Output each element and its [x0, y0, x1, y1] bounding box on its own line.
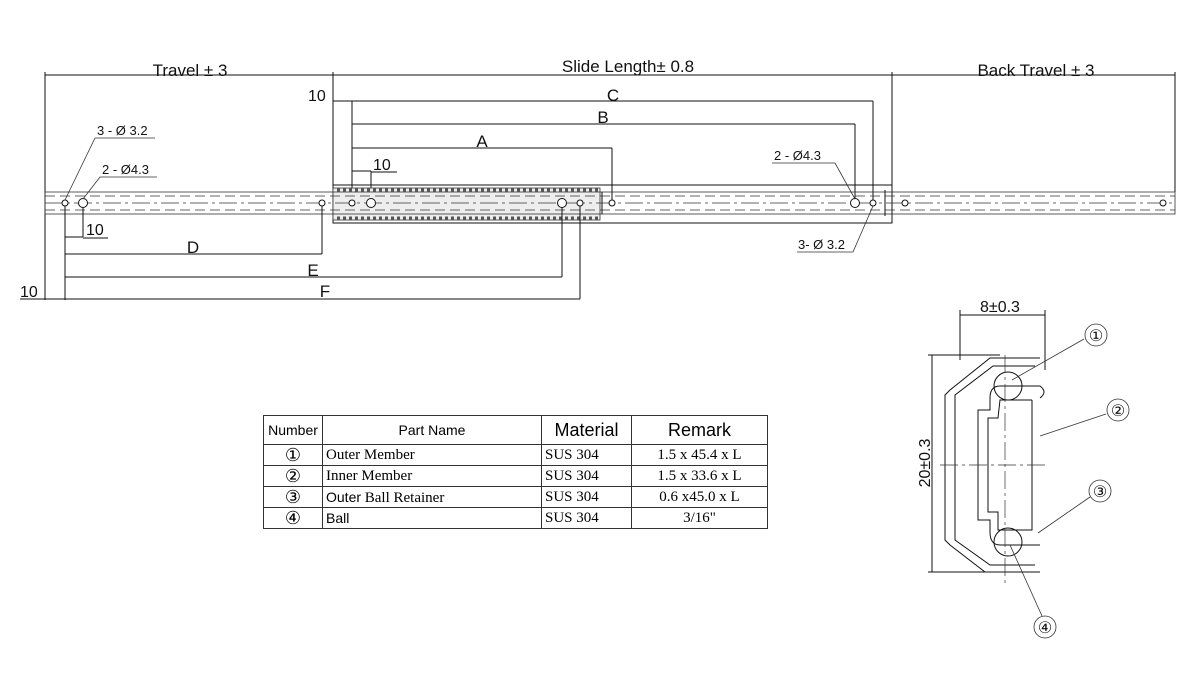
dim-d: D [187, 238, 199, 257]
header-material: Material [541, 415, 632, 445]
row-number: ③ [263, 486, 323, 508]
row-part-name-rest: Ball Retainer [361, 489, 445, 506]
back-travel-label: Back Travel ± 3 [977, 61, 1094, 80]
cross-section: 8±0.3 20±0.3 [917, 299, 1046, 585]
dim-10-left: 10 [86, 222, 104, 239]
callout-3: ③ [1093, 484, 1107, 501]
dim-10-top: 10 [308, 88, 326, 105]
row-number: ④ [263, 507, 323, 529]
row-part-name: Ball [322, 507, 542, 529]
header-remark: Remark [631, 415, 768, 445]
parts-table: Number Part Name Material Remark ① Outer… [263, 415, 768, 529]
row-remark: 1.5 x 45.4 x L [631, 444, 768, 466]
travel-label: Travel ± 3 [153, 61, 228, 80]
header-part-name: Part Name [322, 415, 542, 445]
row-number: ① [263, 444, 323, 466]
mounting-holes [61, 198, 1167, 208]
header-number: Number [263, 415, 323, 445]
row-part-name: Outer Ball Retainer [322, 486, 542, 508]
callout-2: ② [1111, 403, 1125, 420]
callout-4: ④ [1038, 620, 1052, 637]
hole-callouts: 3 - Ø 3.2 2 - Ø4.3 2 - Ø4.3 3- Ø 3.2 [64, 123, 874, 253]
table-row: ④ Ball SUS 304 3/16" [263, 507, 768, 529]
row-part-name-bold: Outer [326, 488, 362, 505]
hole-left-large-label: 2 - Ø4.3 [102, 162, 149, 177]
dim-10-bottom: 10 [20, 284, 38, 301]
slide-rail [44, 184, 1176, 224]
overall-dimensions: Travel ± 3 Slide Length± 0.8 Back Travel… [44, 57, 1176, 300]
dim-b: B [597, 108, 608, 127]
upper-dimensions: 10 C B A 10 [308, 86, 874, 203]
dim-e: E [307, 261, 318, 280]
row-remark: 1.5 x 33.6 x L [631, 465, 768, 487]
row-remark: 0.6 x45.0 x L [631, 486, 768, 508]
row-part-name: Outer Member [322, 444, 542, 466]
row-material: SUS 304 [541, 444, 632, 466]
row-material: SUS 304 [541, 465, 632, 487]
row-material: SUS 304 [541, 486, 632, 508]
table-row: ① Outer Member SUS 304 1.5 x 45.4 x L [263, 444, 768, 466]
row-part-name-bold: Ball [326, 509, 350, 526]
table-row: ③ Outer Ball Retainer SUS 304 0.6 x45.0 … [263, 486, 768, 508]
slide-length-label: Slide Length± 0.8 [562, 57, 694, 76]
dim-f: F [320, 282, 330, 301]
dim-c: C [607, 86, 619, 105]
hole-right-small-label: 3- Ø 3.2 [798, 237, 845, 252]
row-material: SUS 304 [541, 507, 632, 529]
dim-10-inner: 10 [373, 157, 391, 174]
hole-left-small-label: 3 - Ø 3.2 [97, 123, 148, 138]
section-height-label: 20±0.3 [917, 438, 934, 487]
table-header-row: Number Part Name Material Remark [263, 415, 768, 445]
row-number: ② [263, 465, 323, 487]
hole-right-large-label: 2 - Ø4.3 [774, 148, 821, 163]
section-width-label: 8±0.3 [980, 299, 1020, 316]
lower-dimensions: 10 D E F 10 [20, 206, 581, 301]
dim-a: A [476, 132, 488, 151]
table-row: ② Inner Member SUS 304 1.5 x 33.6 x L [263, 465, 768, 487]
callout-1: ① [1089, 328, 1103, 345]
row-remark: 3/16" [631, 507, 768, 529]
row-part-name: Inner Member [322, 465, 542, 487]
section-callouts: ① ② ③ ④ [1009, 323, 1130, 639]
